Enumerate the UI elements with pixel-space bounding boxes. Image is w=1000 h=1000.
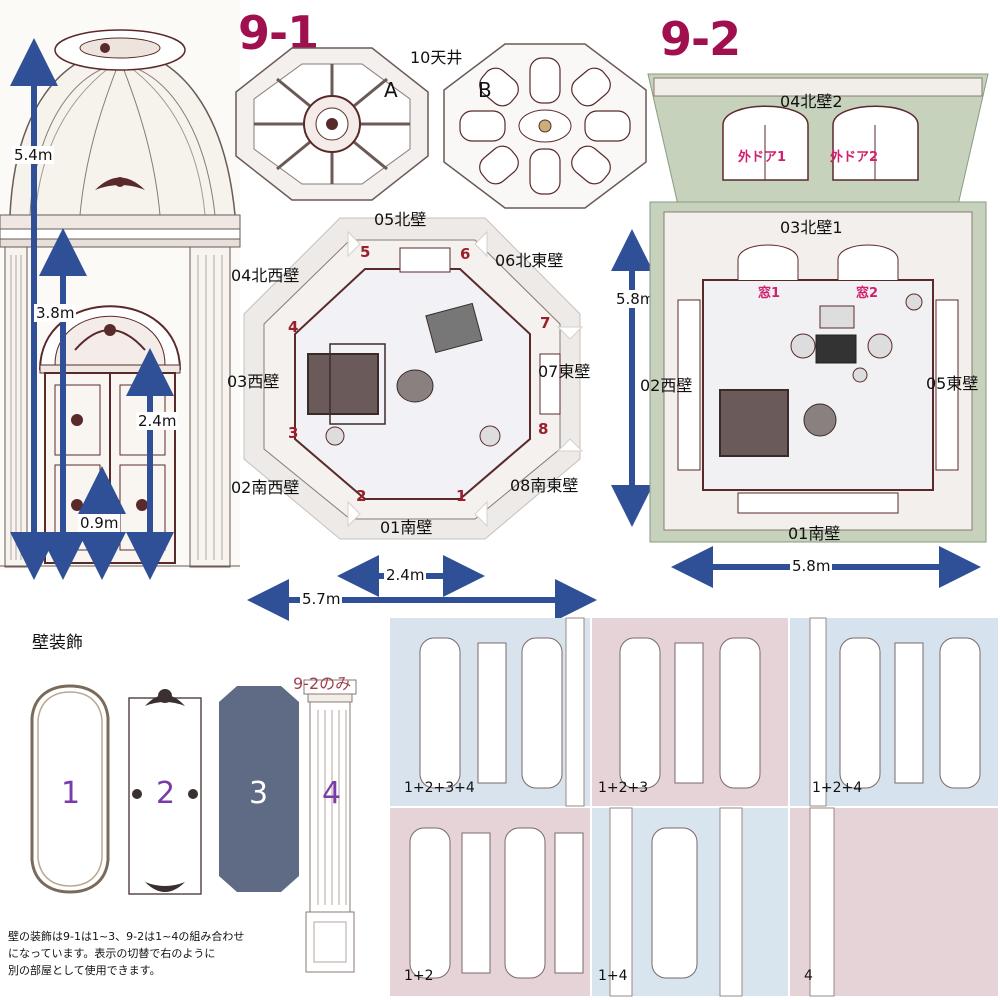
wall-decoration-note: 壁の装飾は9-1は1~3、9-2は1~4の組み合わせ になっています。表示の切替… (8, 928, 308, 979)
wall-decoration-heading: 壁装飾 (32, 633, 83, 653)
ceiling-label: 10天井 (410, 48, 463, 67)
note-line-1: 壁の装飾は9-1は1~3、9-2は1~4の組み合わせ (8, 930, 245, 943)
wall-number-3: 3 (288, 424, 299, 442)
dim-92-height: 5.8m (614, 290, 657, 308)
combo-label-124: 1+2+4 (812, 780, 863, 796)
wall-number-4: 4 (288, 318, 299, 336)
panel-number-2: 2 (156, 776, 176, 811)
panel-number-1: 1 (61, 776, 81, 811)
wall-91-southwest: 02南西壁 (231, 478, 300, 497)
note-line-2: になっています。表示の切替で右のように (8, 947, 216, 960)
panel-4-pilaster (303, 679, 357, 973)
wall-92-east: 05東壁 (926, 374, 979, 393)
combination-previews (390, 617, 998, 997)
panel-number-3: 3 (249, 776, 269, 811)
dim-total-height: 5.4m (12, 146, 55, 164)
label-window-2: 窓2 (856, 286, 879, 301)
label-92-only: 9-2のみ (293, 674, 352, 693)
wall-91-northeast: 06北東壁 (495, 251, 564, 270)
dim-91-width: 5.7m (300, 590, 343, 608)
combo-label-12: 1+2 (404, 968, 434, 984)
preview-124 (790, 617, 998, 807)
room-9-1-floorplan (243, 217, 584, 540)
wall-92-north1: 03北壁1 (780, 218, 843, 237)
preview-123 (592, 618, 788, 806)
dim-92-width: 5.8m (790, 557, 833, 575)
preview-4 (790, 807, 998, 997)
panel-2-shape (128, 689, 202, 895)
room-9-2-title: 9-2 (660, 12, 741, 66)
label-window-1: 窓1 (758, 286, 781, 301)
dim-door-width: 0.9m (78, 514, 121, 532)
wall-92-west: 02西壁 (640, 376, 693, 395)
room-9-2-floorplan (647, 73, 989, 543)
wall-91-south: 01南壁 (380, 518, 433, 537)
wall-91-southeast: 08南東壁 (510, 476, 579, 495)
panel-number-4: 4 (322, 776, 342, 811)
wall-92-north2: 04北壁2 (780, 92, 843, 111)
combo-label-14: 1+4 (598, 968, 628, 984)
dim-91-side: 2.4m (384, 566, 427, 584)
wall-number-7: 7 (540, 314, 551, 332)
combo-label-123: 1+2+3 (598, 780, 649, 796)
ceiling-b-plan (443, 43, 647, 209)
panel-3-shape (219, 686, 299, 892)
wall-91-west: 03西壁 (227, 372, 280, 391)
wall-number-8: 8 (538, 420, 549, 438)
preview-12 (390, 808, 590, 996)
ceiling-a-plan (235, 47, 429, 201)
dim-wall-height: 3.8m (34, 304, 77, 322)
panel-1-shape (30, 684, 110, 894)
dim-door-height: 2.4m (136, 412, 179, 430)
note-line-3: 別の部屋として使用できます。 (8, 964, 161, 977)
wall-number-1: 1 (456, 487, 467, 505)
combo-label-4: 4 (804, 968, 813, 984)
wall-number-5: 5 (360, 243, 371, 261)
preview-1234 (390, 617, 590, 807)
ceiling-variant-b: B (478, 78, 492, 102)
label-outer-door-2: 外ドア2 (830, 150, 879, 165)
wall-91-north: 05北壁 (374, 210, 427, 229)
combo-label-1234: 1+2+3+4 (404, 780, 475, 796)
wall-number-2: 2 (356, 487, 367, 505)
label-outer-door-1: 外ドア1 (738, 150, 787, 165)
preview-14 (592, 807, 788, 997)
ceiling-variant-a: A (384, 78, 398, 102)
wall-91-northwest: 04北西壁 (231, 266, 300, 285)
wall-92-south: 01南壁 (788, 524, 841, 543)
wall-number-6: 6 (460, 245, 471, 263)
wall-91-east: 07東壁 (538, 362, 591, 381)
